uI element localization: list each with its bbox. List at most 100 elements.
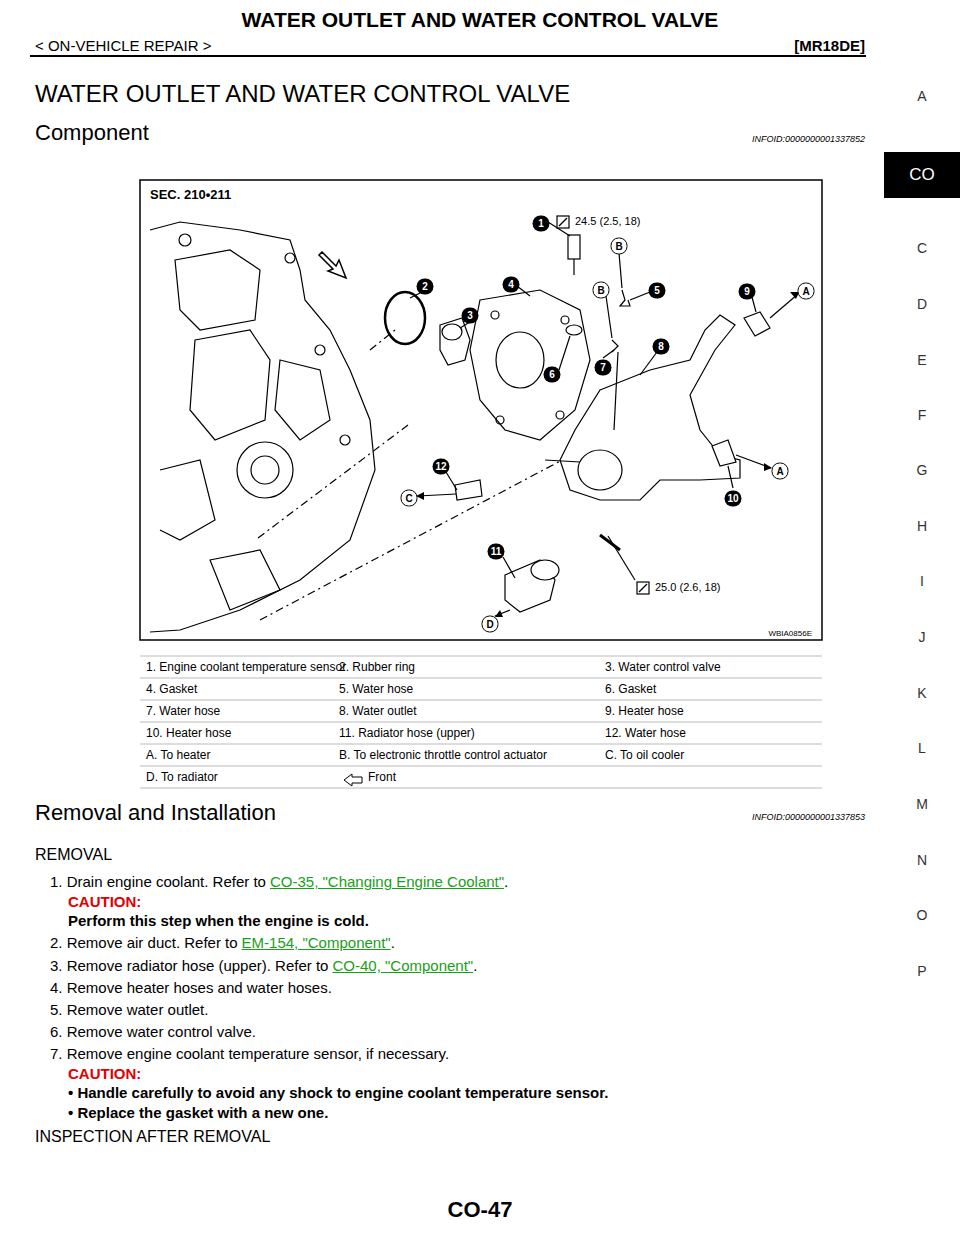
text-line: P: [917, 963, 926, 979]
table-cell: 7. Water hose: [146, 704, 220, 718]
callout-number: 1: [533, 216, 550, 232]
callout-number: 7: [595, 360, 612, 376]
text-line: 6. Remove water control valve.: [50, 1023, 256, 1040]
callout-letter: A: [772, 463, 789, 480]
text-line: 1. Drain engine coolant. Refer toCO-35, …: [50, 873, 508, 890]
text-line: 2. Rubber ring: [339, 661, 415, 675]
text-line: 25.0 (2.6, 18): [655, 581, 720, 594]
table-cell: 3. Water control valve: [605, 660, 721, 674]
table-cell: 8. Water outlet: [339, 704, 417, 718]
callout-number: 3: [462, 308, 479, 324]
text-line: G: [917, 462, 928, 478]
text-line: A. To heater: [146, 749, 211, 763]
text-line: 2: [417, 276, 434, 295]
text-line: B: [611, 236, 628, 255]
step-text: 3. Remove radiator hose (upper). Refer t…: [50, 957, 328, 974]
undefined: EM-154, "Component": [242, 934, 391, 951]
side-index-letter: D: [917, 296, 927, 312]
tab-text: CO: [909, 165, 935, 185]
text-line: 3. Remove radiator hose (upper). Refer t…: [50, 957, 477, 974]
text-line: Front: [368, 771, 396, 785]
text-line: 8. Water outlet: [339, 705, 417, 719]
table-cell: 10. Heater hose: [146, 726, 231, 740]
text-line: WBIA0856E: [768, 629, 812, 638]
text-line: INFOID:0000000001337853: [752, 812, 865, 822]
text-line: INFOID:0000000001337852: [752, 134, 865, 144]
undefined: .: [391, 934, 395, 951]
text-line: 3. Water control valve: [605, 661, 721, 675]
text-line: INSPECTION AFTER REMOVAL: [35, 1128, 270, 1146]
caution-label: CAUTION:: [68, 893, 141, 910]
side-index-letter: L: [918, 740, 926, 756]
text-line: D: [917, 296, 927, 312]
text-line: 24.5 (2.5, 18): [575, 215, 640, 228]
text-line: 12. Water hose: [605, 727, 686, 741]
caution-label: CAUTION:: [68, 1065, 141, 1082]
section-tab: CO: [884, 152, 960, 198]
text-line: CO-47: [448, 1197, 513, 1222]
step-text: 6. Remove water control valve.: [50, 1023, 256, 1040]
text-line: N: [917, 852, 927, 868]
caution-text: • Replace the gasket with a new one.: [68, 1104, 328, 1121]
text-line: 10. Heater hose: [146, 727, 231, 741]
table-cell: D. To radiator: [146, 770, 218, 784]
side-index-letter: C: [917, 240, 927, 256]
callout-number: 11: [488, 544, 505, 560]
text-line: 6. Gasket: [605, 683, 656, 697]
text-line: 10: [725, 488, 742, 507]
side-index-letter: F: [918, 407, 927, 423]
text-line: 5: [649, 280, 666, 299]
table-cell: 12. Water hose: [605, 726, 686, 740]
text-line: C: [401, 488, 418, 507]
text-line: 1: [533, 213, 550, 232]
text-line: D: [482, 614, 499, 633]
text-line: 8: [653, 336, 670, 355]
step-text: 5. Remove water outlet.: [50, 1001, 208, 1018]
text-line: 5. Water hose: [339, 683, 413, 697]
undefined: CO-35, "Changing Engine Coolant": [270, 873, 504, 890]
subheading: Removal and Installation: [35, 800, 276, 825]
text-line: B. To electronic throttle control actuat…: [339, 749, 547, 763]
text-line: 4. Remove heater hoses and water hoses.: [50, 979, 332, 996]
side-index-letter: N: [917, 852, 927, 868]
header-title: WATER OUTLET AND WATER CONTROL VALVE: [242, 8, 719, 31]
side-index-letter: M: [916, 796, 928, 812]
side-index-letter: G: [917, 462, 928, 478]
text-line: K: [917, 685, 926, 701]
procedure-heading: INSPECTION AFTER REMOVAL: [35, 1128, 270, 1145]
text-line: 3: [462, 305, 479, 324]
side-index-letter: J: [919, 629, 926, 645]
text-line: 6: [544, 364, 561, 383]
table-cell: 5. Water hose: [339, 682, 413, 696]
table-cell: C. To oil cooler: [605, 748, 684, 762]
callout-letter: A: [798, 283, 815, 300]
step-text: 7. Remove engine coolant temperature sen…: [50, 1045, 449, 1062]
side-index-letter: A: [917, 88, 926, 104]
side-index-letter: H: [917, 518, 927, 534]
step-text: 4. Remove heater hoses and water hoses.: [50, 979, 332, 996]
text-line: 7. Water hose: [146, 705, 220, 719]
subheading: Component: [35, 120, 149, 145]
text-line: 7. Remove engine coolant temperature sen…: [50, 1045, 449, 1062]
table-cell: 4. Gasket: [146, 682, 197, 696]
callout-number: 5: [649, 283, 666, 299]
callout-letter: B: [593, 282, 610, 299]
callout-number: 8: [653, 339, 670, 355]
side-index-letter: E: [917, 352, 926, 368]
callout-number: 6: [544, 367, 561, 383]
text-line: B: [593, 280, 610, 299]
text-line: • Replace the gasket with a new one.: [68, 1104, 328, 1121]
text-line: 11: [488, 541, 505, 560]
undefined: .: [504, 873, 508, 890]
info-id: INFOID:0000000001337852: [752, 134, 865, 144]
callout-letter: C: [401, 490, 418, 507]
text-line: L: [918, 740, 926, 756]
procedure-heading: REMOVAL: [35, 846, 112, 863]
undefined: .: [473, 957, 477, 974]
text-line: Component: [35, 120, 149, 145]
callout-number: 2: [417, 279, 434, 295]
text-line: F: [918, 407, 927, 423]
callout-number: 4: [503, 277, 520, 293]
figure-code: WBIA0856E: [768, 629, 812, 638]
text-line: • Handle carefully to avoid any shock to…: [68, 1084, 608, 1101]
